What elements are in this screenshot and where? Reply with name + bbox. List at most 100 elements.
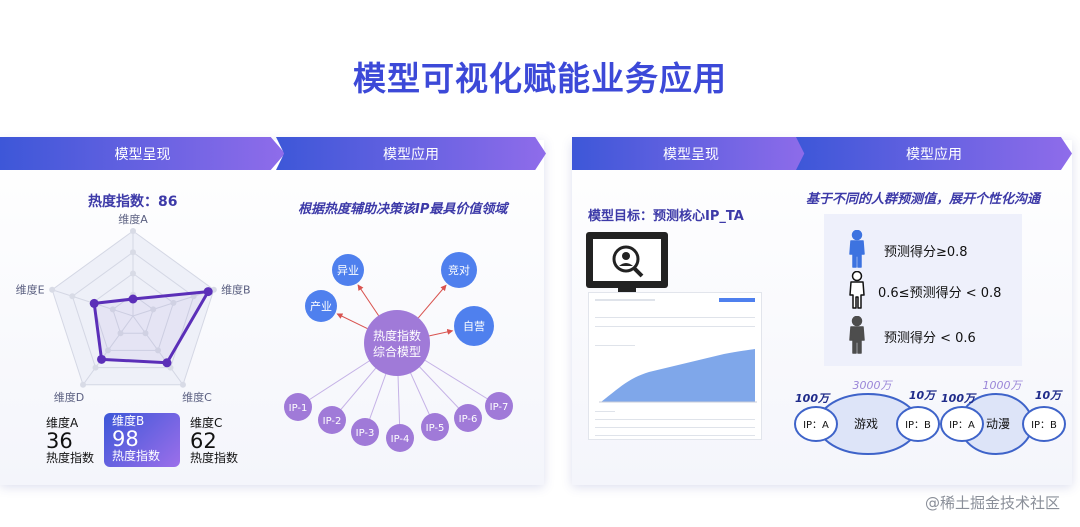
ip-node [351,418,379,446]
domain-node [305,290,337,322]
diagram-arrow [417,284,447,319]
venn-left-ellipse [794,406,838,442]
venn-left-label: IP：A [803,420,829,431]
dimension-value: 98 [112,427,139,451]
venn-right-count: 10万 [1035,389,1063,402]
venn-right-ellipse [1022,406,1066,442]
dimension-label: 热度指数 [46,451,95,465]
ip-node [454,404,482,432]
center-node-label: 热度指数 [373,328,421,343]
monitor-search-icon [586,232,668,304]
venn-total: 3000万 [853,379,894,392]
diagram-arrow [429,328,454,337]
radar-grid-dot [130,249,136,256]
ip-node-label: IP-2 [323,416,342,427]
venn-right-count: 10万 [909,389,937,402]
ip-node-label: IP-1 [289,403,308,414]
radar-grid-dot [130,228,136,234]
dimension-value: 36 [46,429,73,453]
ip-node-label: IP-5 [426,423,445,434]
radar-grid-ring [91,272,175,351]
radar-grid-dot [170,299,177,306]
venn-middle-label: 动漫 [986,417,1010,431]
radar-grid-dot [92,364,99,371]
venn-left-label: IP：A [949,420,975,431]
domain-node-label: 自营 [463,319,485,333]
person-icon [849,230,865,268]
radar-grid-dot [150,306,157,313]
ip-node-label: IP-6 [459,414,478,425]
left-present-banner: 模型呈现 [0,137,285,170]
apply-heading-left: 根据热度辅助决策该IP最具价值领域 [298,202,508,217]
radar-grid-dot [179,381,186,388]
ip-node [318,406,346,434]
model-goal: 模型目标：预测核心IP_TA [588,209,744,224]
radar-title: 热度指数：86 [88,194,178,210]
center-node [364,310,430,376]
domain-node-label: 竞对 [448,263,470,277]
ip-node [421,413,449,441]
watermark: @稀土掘金技术社区 [924,494,1060,512]
ip-node-label: IP-3 [356,428,375,439]
domain-node-label: 异业 [337,264,359,277]
ip-node [386,424,414,452]
venn-right-label: IP：B [905,420,931,431]
legend-label: 预测得分≥0.8 [884,245,968,260]
dimension-label: 热度指数 [112,449,161,463]
radar-grid-dot [154,347,161,354]
venn-left-ellipse [940,406,984,442]
radar-axis-label: 维度D [54,390,84,404]
dimension-value: 62 [190,429,217,453]
page-title: 模型可视化赋能业务应用 [353,59,727,98]
radar-axis-label: 维度C [182,390,212,404]
radar-axis-label: 维度B [221,283,251,297]
domain-node [454,306,494,346]
radar-grid-dot [130,270,136,277]
apply-heading-right: 基于不同的人群预测值，展开个性化沟通 [806,192,1041,207]
radar-point [162,358,172,368]
radar-grid-dot [105,347,112,354]
venn-left-count: 100万 [941,392,977,405]
venn-right-label: IP：B [1031,420,1057,431]
person-icon [849,271,865,309]
radar-grid-dot [80,381,87,388]
ip-node-label: IP-4 [391,434,410,445]
dimension-name: 维度A [46,416,79,430]
right-apply-banner: 模型应用 [796,137,1072,170]
radar-axis-label: 维度A [118,212,148,226]
venn-right-ellipse [896,406,940,442]
venn-total: 1000万 [983,379,1024,392]
legend-label: 预测得分 < 0.6 [884,331,976,346]
radar-grid-dot [109,306,116,313]
domain-node [332,254,364,286]
ip-node [485,392,513,420]
radar-grid-dot [142,330,149,337]
person-icon [849,316,865,354]
radar-grid-dot [69,293,76,300]
domain-node-label: 产业 [310,299,332,313]
domain-node [441,252,477,288]
radar-grid-ring [112,294,154,334]
radar-point [203,287,213,297]
ip-node-label: IP-7 [490,402,509,413]
ip-node [284,393,312,421]
center-node-label: 综合模型 [373,344,421,359]
radar-grid-dot [190,293,197,300]
legend-label: 0.6≤预测得分 < 0.8 [878,286,1002,301]
radar-grid-dot [117,330,124,337]
venn-middle-label: 游戏 [854,417,878,431]
radar-axis-label: 维度E [16,283,45,297]
radar-point [128,294,138,304]
radar-point [97,354,107,364]
dimension-name: 维度B [112,414,145,428]
diagram-arrow [357,284,380,316]
radar-chart: 维度A 维度B 维度C 维度D 维度E [16,212,251,404]
dimension-label: 热度指数 [190,451,239,465]
right-present-banner: 模型呈现 [572,137,810,170]
diagram-arrow [336,313,368,330]
